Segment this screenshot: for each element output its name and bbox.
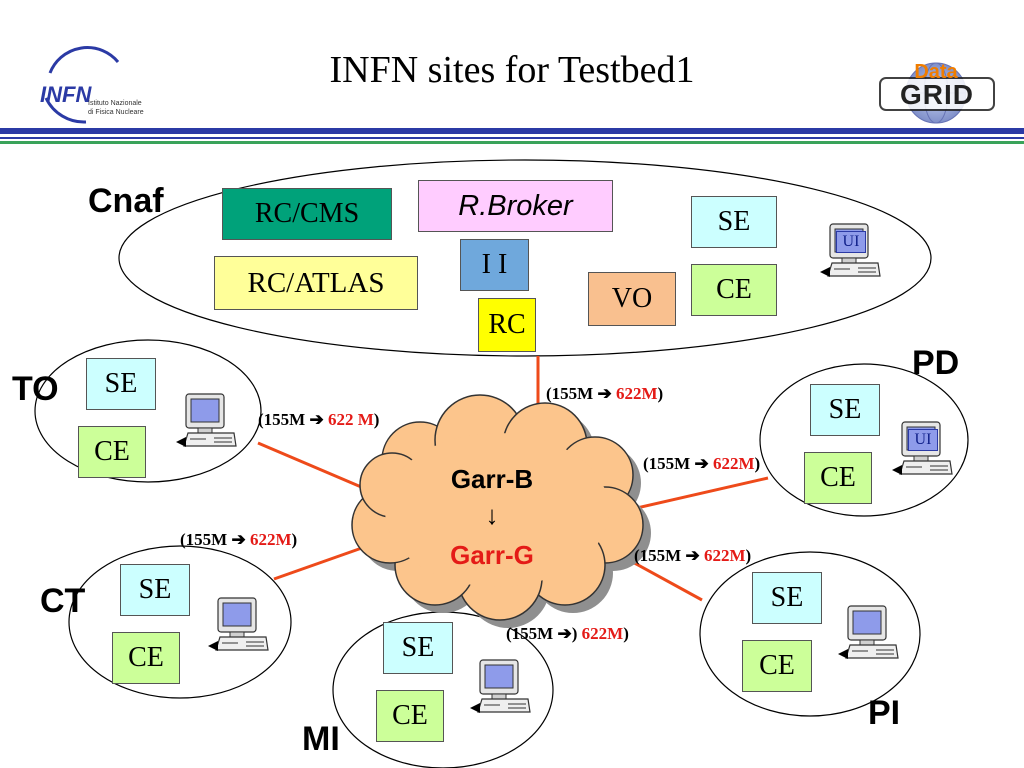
infn-logo: INFN Istituto Nazionale di Fisica Nuclea… xyxy=(40,46,144,124)
vo-box: VO xyxy=(588,272,676,326)
network-to-label: Garr-G xyxy=(450,540,534,570)
datagrid-logo-word1: Data xyxy=(914,61,958,83)
to-computer-icon xyxy=(175,393,237,448)
site-label-to: TO xyxy=(12,370,59,408)
infn-logo-line2: di Fisica Nucleare xyxy=(88,109,144,116)
pd-ce-box: CE xyxy=(804,452,872,504)
bandwidth-label-cnaf: (155M ➔ 622M) xyxy=(546,384,664,403)
rc-atlas-box: RC/ATLAS xyxy=(214,256,418,310)
site-label-pi: PI xyxy=(868,694,901,732)
rc-cms-box: RC/CMS xyxy=(222,188,392,240)
pd-se-box: SE xyxy=(810,384,880,436)
site-ellipse-ct xyxy=(68,545,292,699)
arrow-icon: ➔ xyxy=(557,624,572,643)
resource-broker-box: R.Broker xyxy=(418,180,613,232)
datagrid-logo-word2: GRID xyxy=(900,79,974,110)
cnaf-ui-label: UI xyxy=(836,231,866,253)
header-bar-green xyxy=(0,141,1024,144)
bandwidth-label-pi: (155M ➔ 622M) xyxy=(634,546,752,565)
page-title: INFN sites for Testbed1 xyxy=(329,49,695,91)
cnaf-se-box: SE xyxy=(691,196,777,248)
network-down-arrow-icon: ↓ xyxy=(485,500,499,530)
site-label-cnaf: Cnaf xyxy=(88,182,164,220)
ct-se-box: SE xyxy=(120,564,190,616)
infn-logo-line1: Istituto Nazionale xyxy=(88,100,142,107)
link-ct xyxy=(273,541,377,581)
infn-logo-mark: INFN xyxy=(40,82,92,107)
site-ellipse-pi xyxy=(699,551,921,717)
bandwidth-label-ct: (155M ➔ 622M) xyxy=(180,530,298,549)
site-label-pd: PD xyxy=(912,344,960,382)
to-se-box: SE xyxy=(86,358,156,410)
pi-ce-box: CE xyxy=(742,640,812,692)
bandwidth-label-mi: (155M ➔) 622M) xyxy=(506,624,629,643)
bandwidth-label-pd: (155M ➔ 622M) xyxy=(643,454,761,473)
ct-computer-icon xyxy=(207,597,269,652)
ct-ce-box: CE xyxy=(112,632,180,684)
header-bar-blue xyxy=(0,128,1024,134)
link-pd xyxy=(627,476,769,512)
site-label-ct: CT xyxy=(40,582,86,620)
mi-se-box: SE xyxy=(383,622,453,674)
arrow-icon: ➔ xyxy=(231,530,246,549)
cnaf-ce-box: CE xyxy=(691,264,777,316)
rc-box: RC xyxy=(478,298,536,352)
arrow-icon: ➔ xyxy=(685,546,700,565)
arrow-icon: ➔ xyxy=(597,384,612,403)
pi-se-box: SE xyxy=(752,572,822,624)
header-bar-blue-thin xyxy=(0,137,1024,139)
information-index-box: I I xyxy=(460,239,529,291)
arrow-icon: ➔ xyxy=(309,410,324,429)
site-ellipse-pd xyxy=(759,363,969,517)
pi-computer-icon xyxy=(837,605,899,660)
mi-ce-box: CE xyxy=(376,690,444,742)
mi-computer-icon xyxy=(469,659,531,714)
pd-ui-label: UI xyxy=(908,429,938,451)
site-ellipse-to xyxy=(34,339,262,483)
site-ellipse-cnaf xyxy=(118,159,932,357)
datagrid-logo: Data GRID xyxy=(879,61,995,124)
arrow-icon: ➔ xyxy=(694,454,709,473)
bandwidth-label-to: (155M ➔ 622 M) xyxy=(258,410,380,429)
garr-cloud xyxy=(351,394,651,628)
site-label-mi: MI xyxy=(302,720,340,758)
network-from-label: Garr-B xyxy=(450,464,534,494)
to-ce-box: CE xyxy=(78,426,146,478)
